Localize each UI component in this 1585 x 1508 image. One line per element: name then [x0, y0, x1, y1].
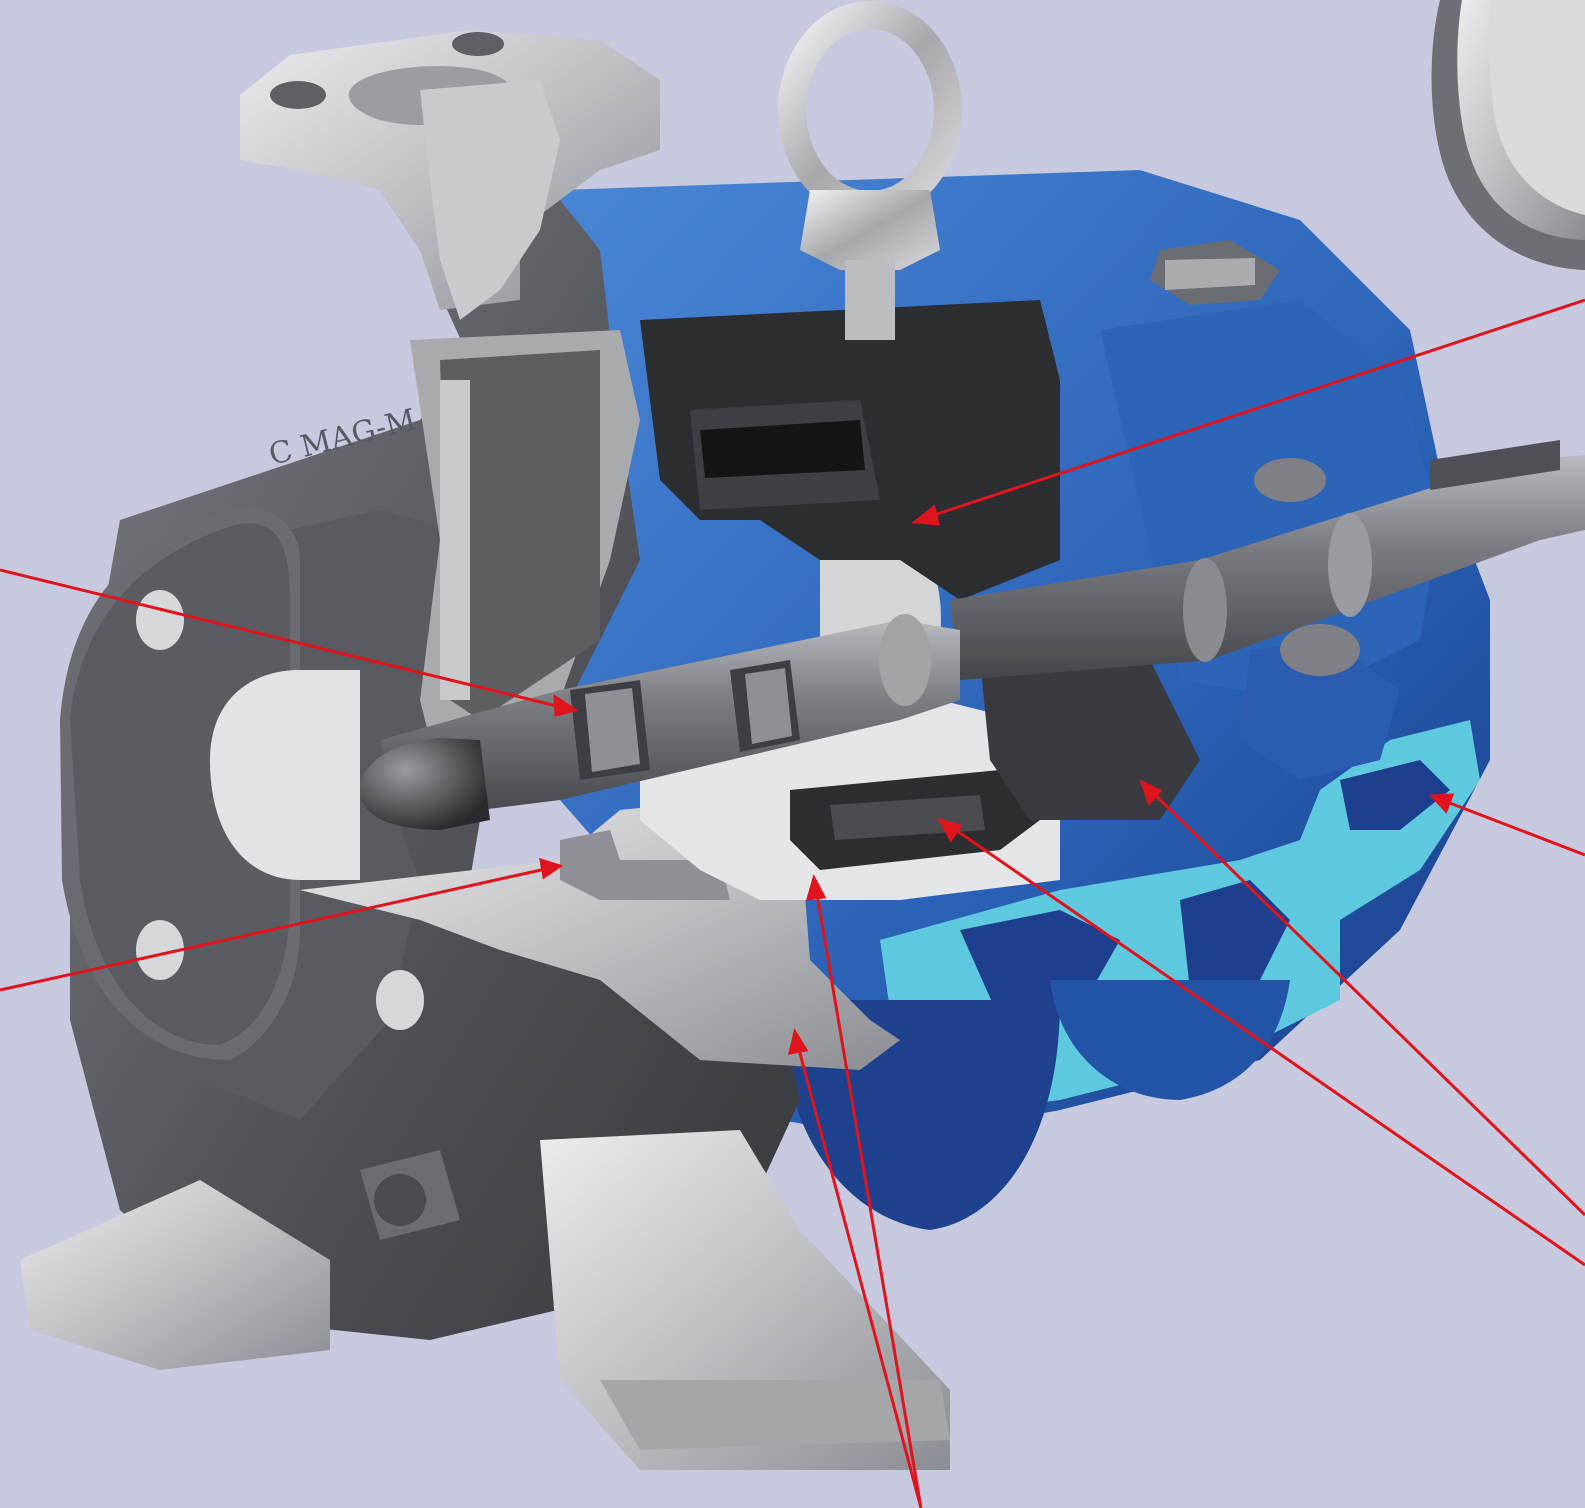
drive-shaft — [950, 440, 1585, 680]
callout-right-lower-b — [936, 817, 1585, 1267]
inner-magnet-rotor — [640, 300, 1200, 870]
callout-bottom-a — [805, 873, 923, 1508]
callouts — [0, 298, 1585, 1508]
discharge-flange — [240, 30, 660, 320]
callout-bottom-b — [788, 1028, 923, 1508]
support-feet — [20, 1130, 950, 1470]
callout-right-lower-a — [1139, 779, 1585, 1217]
pump-shaft — [380, 614, 960, 820]
callout-right-upper — [911, 298, 1585, 526]
lifting-eye-bolt — [778, 1, 962, 340]
callout-left-upper — [0, 568, 579, 717]
callout-left-lower — [0, 857, 564, 992]
callout-right-middle — [1428, 793, 1585, 857]
impeller-nut — [360, 738, 490, 830]
suction-flange — [60, 507, 424, 1060]
motor-coupling — [1431, 0, 1585, 270]
